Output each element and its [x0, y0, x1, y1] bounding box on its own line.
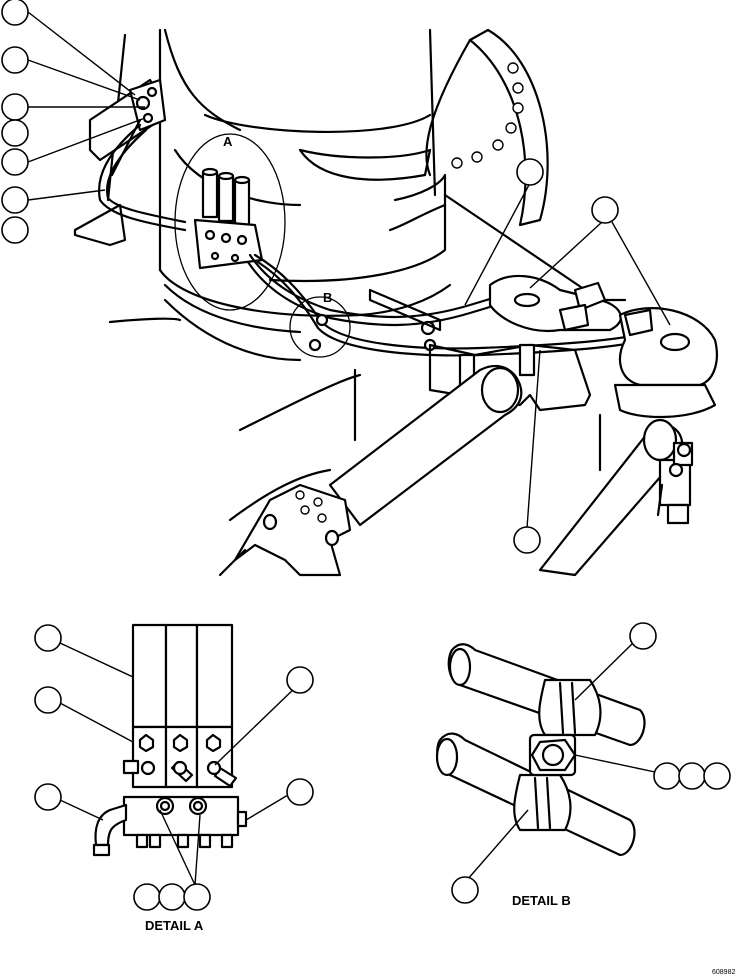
detail-a-marker: A [223, 134, 233, 149]
lube-manifold-base [122, 795, 240, 837]
detail-b-view: DETAIL B [435, 622, 731, 908]
steering-arms [488, 274, 718, 419]
grease-hose-upper [97, 118, 187, 232]
detail-b-marker: B [323, 290, 332, 305]
hose-support [368, 288, 442, 332]
main-frame [228, 193, 627, 522]
main-assembly-view: A B [1, 0, 718, 577]
callout-leaders-main [27, 11, 671, 529]
lube-cartridge-1 [131, 623, 168, 729]
lube-cartridge-3 [195, 623, 234, 729]
lube-manifold-main [174, 133, 286, 311]
ring-gear [425, 28, 549, 227]
center-column [106, 28, 452, 362]
axle-casting [218, 483, 352, 577]
elbow-fitting [94, 803, 128, 847]
drawing-number: 608982 [712, 969, 735, 976]
callout-bubbles-main [1, 0, 619, 554]
lube-cartridge-2 [164, 623, 199, 729]
hose-clamp-lower [513, 773, 572, 832]
detail-a-view: DETAIL A [34, 623, 314, 933]
grease-fitting-right [656, 441, 694, 525]
detail-b-title: DETAIL B [512, 893, 571, 908]
detail-a-title: DETAIL A [145, 918, 204, 933]
mounting-bracket [73, 78, 167, 247]
hose-clamp-upper [538, 678, 602, 737]
